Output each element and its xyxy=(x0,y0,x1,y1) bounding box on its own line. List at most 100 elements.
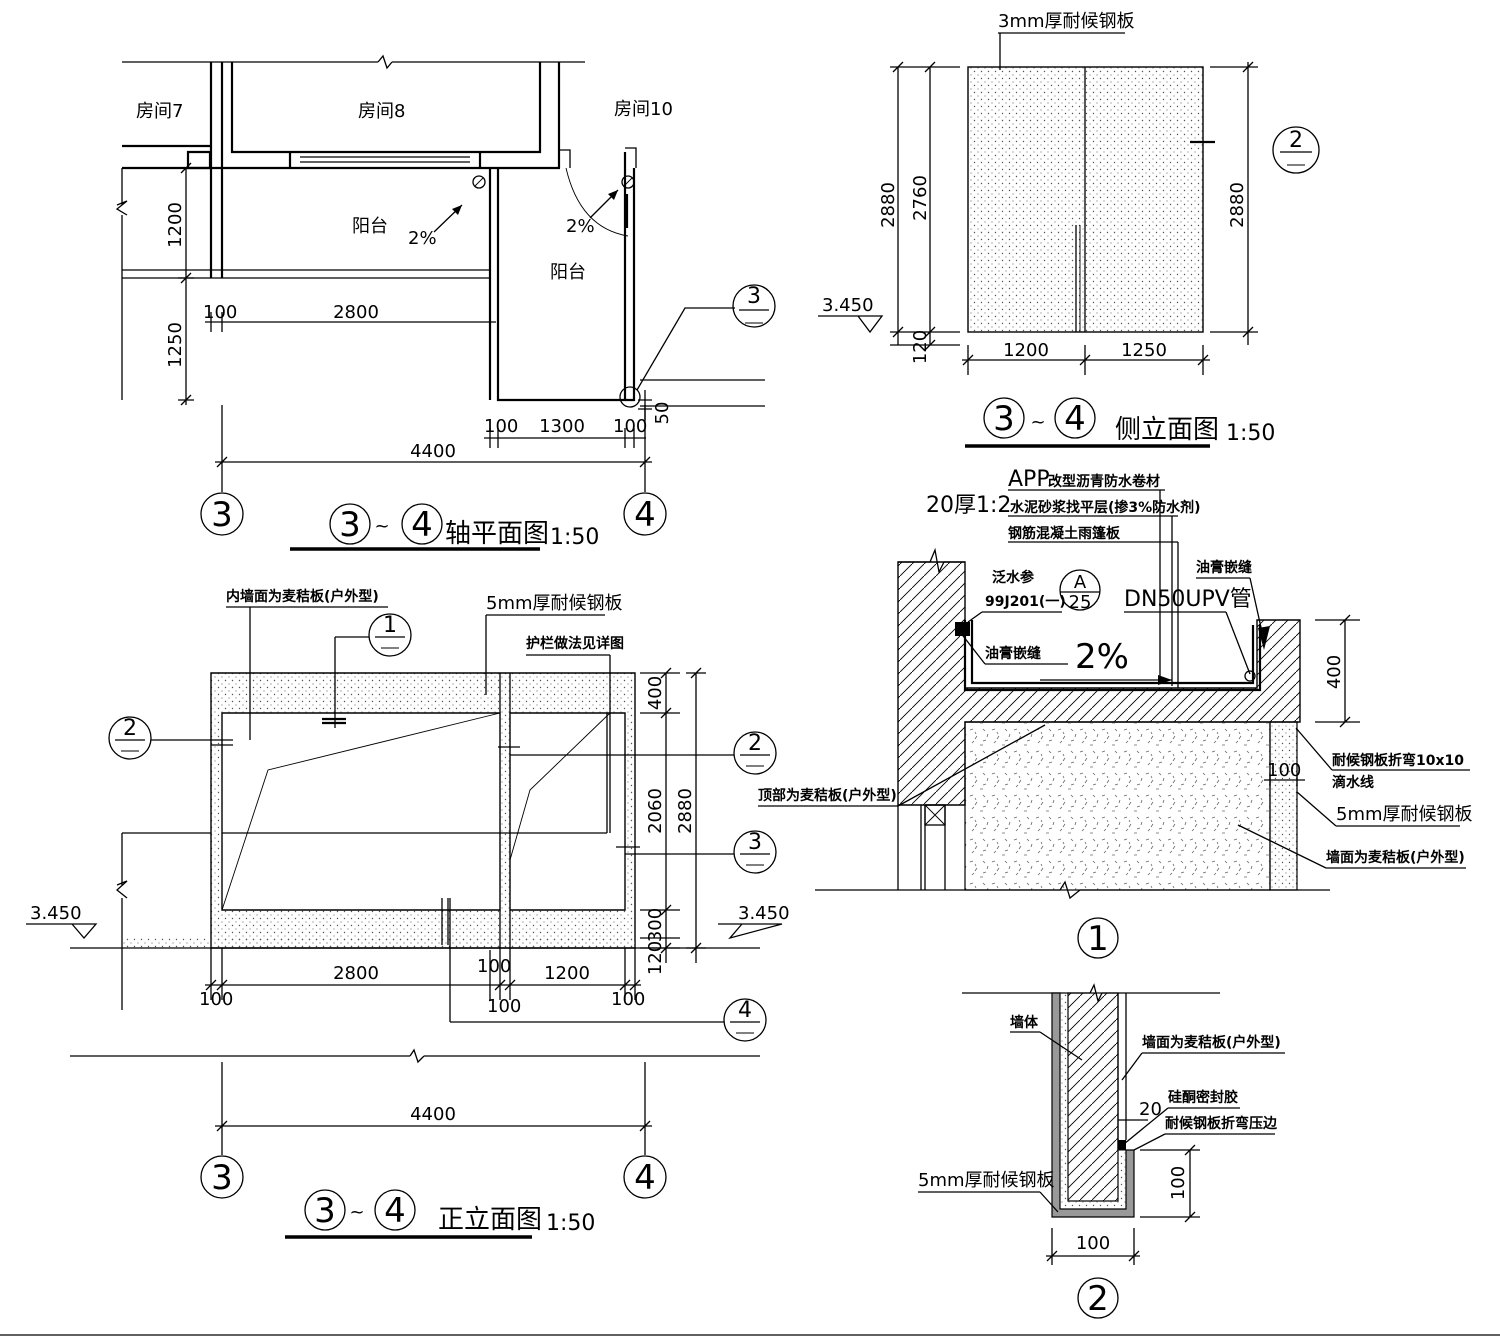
front-title-text: 正立面图 xyxy=(438,1205,542,1235)
plan-dim-4400: 4400 xyxy=(410,441,456,462)
detail1-dim-100: 100 xyxy=(1267,760,1301,781)
detail1-slope-label: 2% xyxy=(1075,637,1129,677)
detail-2: 墙体 墙面为麦秸板(户外型) 硅酮密封胶 20 耐候钢板折弯压边 100 5mm… xyxy=(918,983,1285,1319)
detail1-seal-right-label: 油膏嵌缝 xyxy=(1196,559,1252,576)
side-callout-2-label: 2 xyxy=(1289,128,1303,153)
plan-title-axis-b: 4 xyxy=(411,505,433,545)
side-dim-2760: 2760 xyxy=(910,175,931,221)
detail1-app-desc: 改型沥青防水卷材 xyxy=(1048,473,1160,490)
front-callout-1-label: 1 xyxy=(383,613,397,638)
front-title-tilde: ~ xyxy=(349,1202,364,1223)
plan-dim-50: 50 xyxy=(652,402,673,425)
plan-axis-3-label: 3 xyxy=(211,495,233,535)
detail2-dim-20: 20 xyxy=(1139,1099,1162,1120)
detail1-wall-board-label: 墙面为麦秸板(户外型) xyxy=(1326,849,1465,866)
detail1-seal-left-label: 油膏嵌缝 xyxy=(985,645,1041,662)
front-title-axis-b: 4 xyxy=(384,1191,406,1231)
detail1-ref-bubble xyxy=(1059,569,1101,611)
front-dim-100-mid: 100 xyxy=(487,996,521,1017)
side-steel-label: 3mm厚耐候钢板 xyxy=(998,11,1135,32)
front-axis-3-bubble xyxy=(200,1155,244,1199)
detail1-dim-400: 400 xyxy=(1324,655,1345,689)
balcony-label-a: 阳台 xyxy=(352,216,388,237)
detail1-steel-plate xyxy=(1269,721,1298,891)
front-railing-label: 护栏做法见详图 xyxy=(526,635,624,652)
front-elevation: 内墙面为麦秸板(户外型) 5mm厚耐候钢板 护栏做法见详图 1 2 2 3 4 … xyxy=(26,588,790,1239)
detail-1: APP 改型沥青防水卷材 20厚1:2 水泥砂浆找平层(掺3%防水剂) 钢筋混凝… xyxy=(758,467,1473,959)
detail1-slab-label: 钢筋混凝土雨篷板 xyxy=(1008,525,1121,542)
front-dim-100-right: 100 xyxy=(611,989,645,1010)
plan-title-scale: 1:50 xyxy=(550,525,599,550)
front-dim-2880: 2880 xyxy=(675,788,696,834)
detail2-wall-board-label: 墙面为麦秸板(户外型) xyxy=(1142,1034,1281,1051)
front-dim-100-top: 100 xyxy=(477,956,511,977)
detail2-steel-5mm-label: 5mm厚耐候钢板 xyxy=(918,1170,1055,1191)
slope-label-a: 2% xyxy=(408,228,437,249)
detail2-wall-core xyxy=(1067,992,1119,1202)
side-title-axis-a: 3 xyxy=(993,399,1015,439)
plan-dim-2800: 2800 xyxy=(333,302,379,323)
front-elevation-mark-left: 3.450 xyxy=(30,903,82,924)
front-axis-3-label: 3 xyxy=(211,1158,233,1198)
detail2-dim-100-vertical: 100 xyxy=(1168,1166,1189,1200)
detail2-wall-label: 墙体 xyxy=(1010,1014,1039,1031)
slope-label-b: 2% xyxy=(566,216,595,237)
detail1-steel-5mm-label: 5mm厚耐候钢板 xyxy=(1336,804,1473,825)
front-dim-100-left: 100 xyxy=(199,989,233,1010)
front-dim-300: 300 xyxy=(645,908,666,942)
plan-axis-4-label: 4 xyxy=(634,495,656,535)
detail2-dim-100-horizontal: 100 xyxy=(1076,1233,1110,1254)
detail1-mortar-label: 20厚1:2 xyxy=(926,493,1011,518)
detail2-number: 2 xyxy=(1087,1279,1109,1319)
side-callout-2-bubble xyxy=(1272,126,1320,174)
side-elevation: 3mm厚耐候钢板 2880 2760 120 2880 3.450 1200 1… xyxy=(818,11,1320,448)
detail1-top-board-label: 顶部为麦秸板(户外型) xyxy=(758,787,897,804)
side-dim-1250: 1250 xyxy=(1121,340,1167,361)
plan-title-tilde: ~ xyxy=(374,516,389,537)
side-dim-2880-left: 2880 xyxy=(878,182,899,228)
front-axis-4-label: 4 xyxy=(634,1158,656,1198)
front-callout-3-label: 3 xyxy=(748,830,762,855)
side-title-tilde: ~ xyxy=(1030,412,1045,433)
front-elevation-mark-right: 3.450 xyxy=(738,903,790,924)
plan-axis-3-bubble xyxy=(200,492,244,536)
detail1-ref-top: A xyxy=(1074,572,1087,593)
detail1-number: 1 xyxy=(1087,919,1109,959)
front-callout-2-left-label: 2 xyxy=(123,716,137,741)
front-steel-frame xyxy=(210,672,636,949)
room-7-label: 房间7 xyxy=(136,101,183,122)
detail1-standard-label: 99J201(一) xyxy=(985,594,1066,610)
front-dim-1200: 1200 xyxy=(544,963,590,984)
front-title-axis-a: 3 xyxy=(314,1191,336,1231)
plan-title-axis-a: 3 xyxy=(339,505,361,545)
detail1-board-infill xyxy=(964,721,1271,891)
front-dim-2800: 2800 xyxy=(333,963,379,984)
front-callout-2-right-label: 2 xyxy=(748,731,762,756)
plan-dim-1250: 1250 xyxy=(165,322,186,368)
side-title-axis-b: 4 xyxy=(1064,399,1086,439)
side-title-scale: 1:50 xyxy=(1226,421,1275,446)
detail2-silicone-label: 硅酮密封胶 xyxy=(1168,1089,1238,1106)
front-dim-120: 120 xyxy=(645,941,666,975)
front-dim-4400: 4400 xyxy=(410,1104,456,1125)
plan-dim-100-top: 100 xyxy=(203,302,237,323)
plan-dim-100-b: 100 xyxy=(613,416,647,437)
front-title-scale: 1:50 xyxy=(546,1211,595,1236)
front-callout-4-label: 4 xyxy=(738,998,752,1023)
detail2-steel-edge-label: 耐候钢板折弯压边 xyxy=(1165,1115,1278,1132)
room-10-label: 房间10 xyxy=(614,99,673,120)
detail1-app-label: APP xyxy=(1008,467,1050,492)
plan-dim-1300: 1300 xyxy=(539,416,585,437)
room-8-label: 房间8 xyxy=(358,101,405,122)
plan-view: 房间7 房间8 房间10 阳台 阳台 2% 2% 1200 1250 100 2… xyxy=(115,54,776,551)
plan-callout-3-bubble xyxy=(732,284,776,328)
plan-dim-1200: 1200 xyxy=(165,202,186,248)
side-title-text: 侧立面图 xyxy=(1115,415,1219,445)
side-elevation-mark: 3.450 xyxy=(822,295,874,316)
side-dim-2880-right: 2880 xyxy=(1227,182,1248,228)
plan-axis-4-bubble xyxy=(623,492,667,536)
detail1-ref-bottom: 25 xyxy=(1069,592,1092,613)
detail1-steel-bend-label: 耐候钢板折弯10x10 xyxy=(1332,752,1464,769)
balcony-label-b: 阳台 xyxy=(550,262,586,283)
